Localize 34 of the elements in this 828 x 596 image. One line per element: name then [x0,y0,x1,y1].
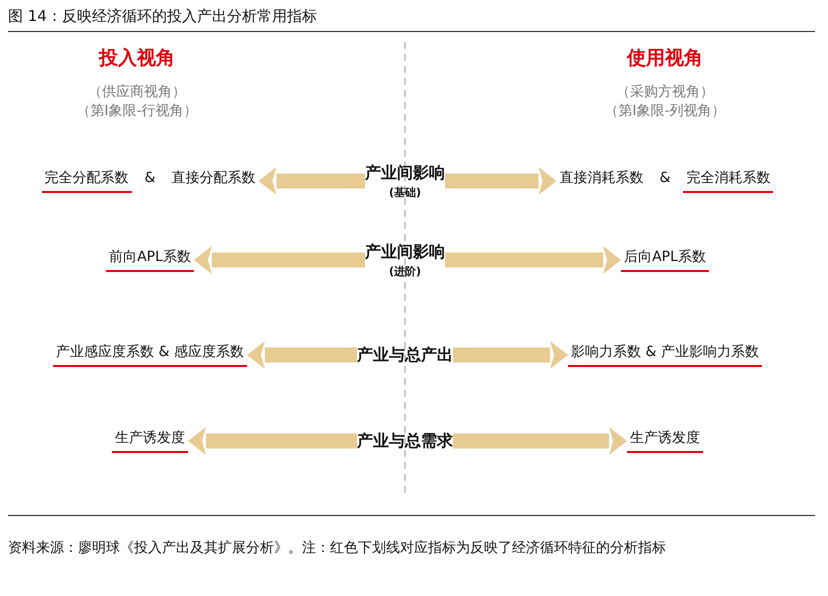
indicator-label: 前向APL系数 [106,248,194,272]
indicator-label: 完全分配系数 [42,169,132,193]
perspective-subtitle: （采购方视角） [615,84,715,101]
perspective-subtitle: （第I象限-列视角） [603,103,727,120]
indicator-label: 生产诱发度 [627,429,703,453]
arrow [194,246,365,274]
perspective-heading: 投入视角 [98,47,176,70]
perspective-heading: 使用视角 [626,47,704,70]
indicator-label: & [658,170,672,188]
arrow [258,167,365,195]
indicator-label: 直接分配系数 [170,169,256,188]
arrow [453,341,568,369]
category-label: 产业与总产出 [357,344,453,366]
arrow [246,341,357,369]
indicator-label: 产业感应度系数 & 感应度系数 [53,343,247,367]
arrow [445,167,557,195]
sub-label: (基础) [388,184,422,200]
indicator-label: 直接消耗系数 [558,169,645,188]
category-label: 产业与总需求 [357,430,453,452]
arrow [445,246,622,274]
figure-title: 图 14：反映经济循环的投入产出分析常用指标 [8,7,317,26]
indicator-label: & [144,170,156,188]
arrow [453,427,627,455]
indicator-label: 生产诱发度 [112,429,188,453]
perspective-subtitle: （供应商视角） [87,84,187,101]
indicator-label: 完全消耗系数 [683,169,774,193]
sub-label: (进阶) [388,264,422,278]
arrow [188,427,357,455]
category-label: 产业间影响 [365,162,445,184]
indicator-label: 影响力系数 & 产业影响力系数 [568,343,762,367]
category-label: 产业间影响 [365,242,445,262]
source-note: 资料来源：廖明球《投入产出及其扩展分析》。注：红色下划线对应指标为反映了经济循环特征的分析指标 [8,539,667,558]
indicator-label: 后向APL系数 [621,248,709,272]
perspective-subtitle: （第I象限-行视角） [75,103,199,120]
